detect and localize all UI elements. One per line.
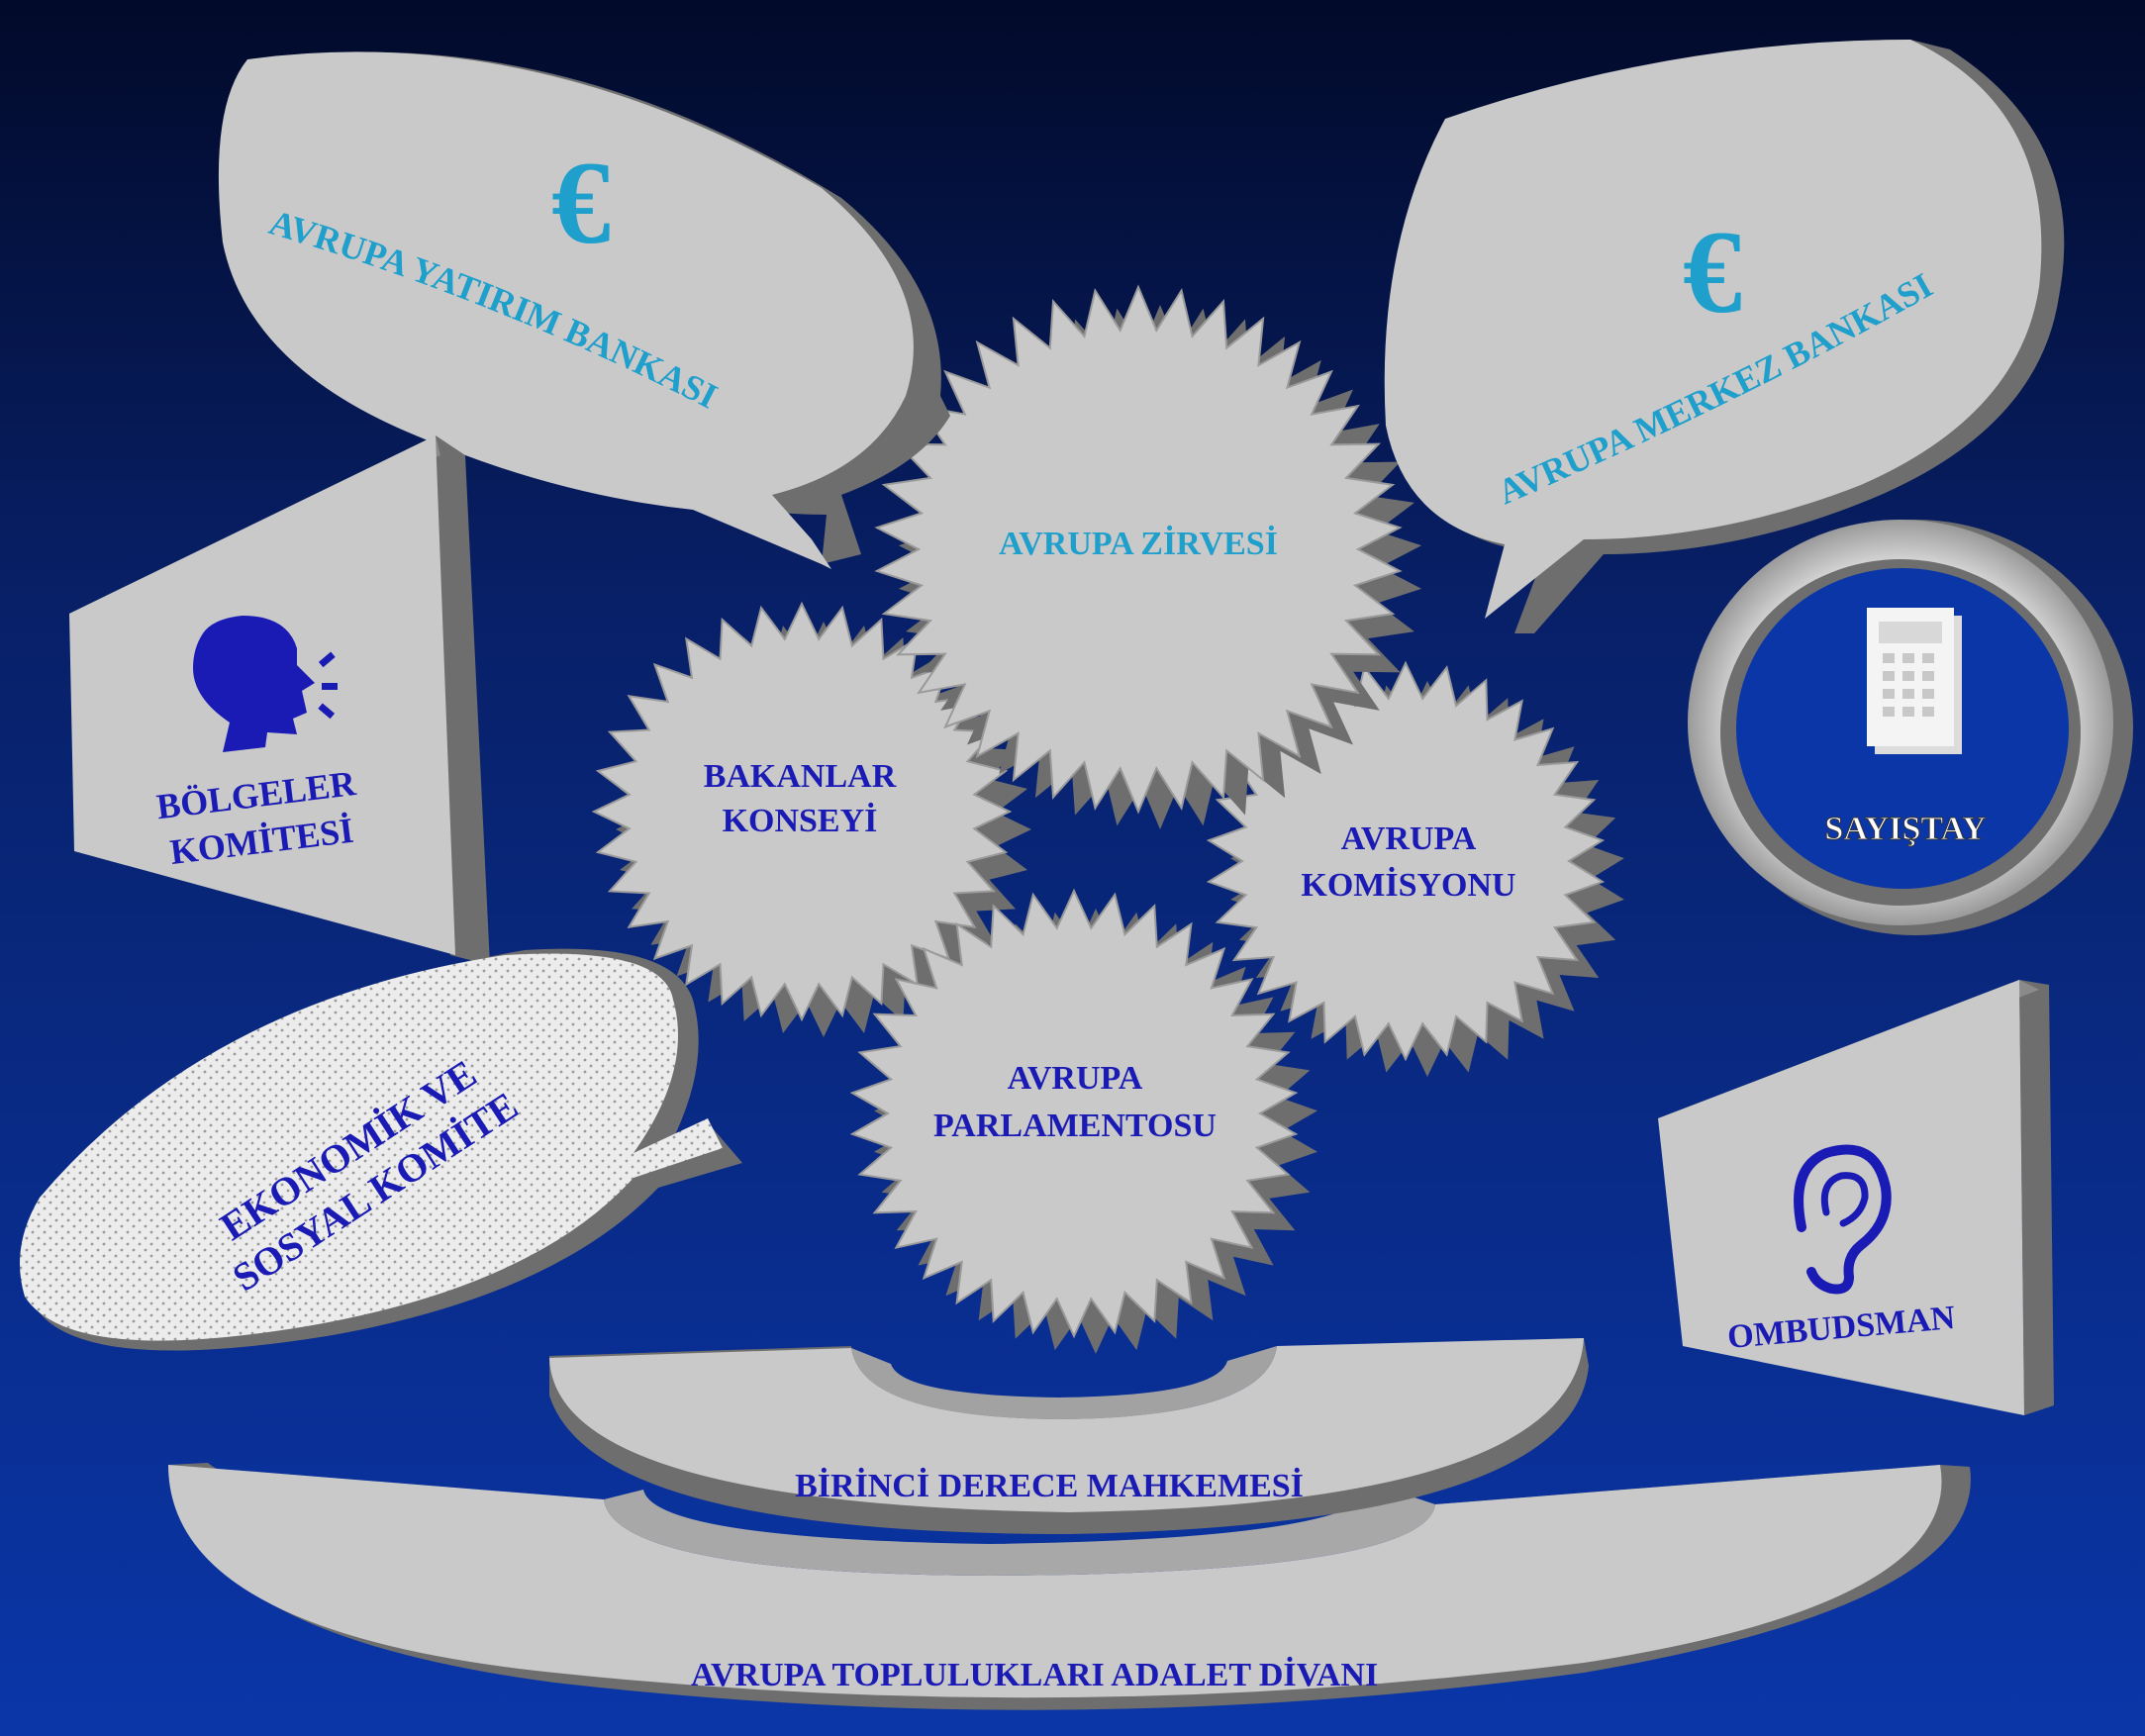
adalet-divani-label: AVRUPA TOPLULUKLARI ADALET DİVANI [691,1656,1378,1693]
avrupa-parlamentosu-line1: AVRUPA [1008,1060,1143,1097]
avrupa-zirvesi-label: AVRUPA ZİRVESİ [999,525,1278,562]
ear-icon [1794,1144,1892,1295]
bakanlar-konseyi-line2: KONSEYİ [723,802,878,839]
calculator-icon [1867,608,1962,754]
avrupa-parlamentosu-line2: PARLAMENTOSU [933,1108,1217,1144]
merkez-bankasi-bubble [1384,40,2065,633]
sayistay-label: SAYIŞTAY [1824,811,1986,847]
avrupa-parlamentosu-gear [849,888,1317,1354]
avrupa-zirvesi-gear [874,284,1422,829]
birinci-derece-label: BİRİNCİ DERECE MAHKEMESİ [795,1467,1304,1504]
speaking-head-icon [193,616,338,752]
avrupa-komisyonu-line2: KOMİSYONU [1301,866,1515,904]
yatirim-bankasi-bubble [218,51,950,569]
ombudsman-box [1658,980,2054,1415]
euro-icon: € [551,137,611,268]
ekonomik-sosyal-komite-bubble [20,948,742,1351]
adalet-divani-shape [168,1463,1971,1710]
euro-icon: € [1683,206,1742,338]
bakanlar-konseyi-gear [591,601,1031,1037]
birinci-derece-shape [549,1338,1589,1534]
avrupa-komisyonu-line1: AVRUPA [1341,820,1477,857]
avrupa-komisyonu-gear [1206,660,1624,1077]
bakanlar-konseyi-line1: BAKANLAR [704,758,897,795]
